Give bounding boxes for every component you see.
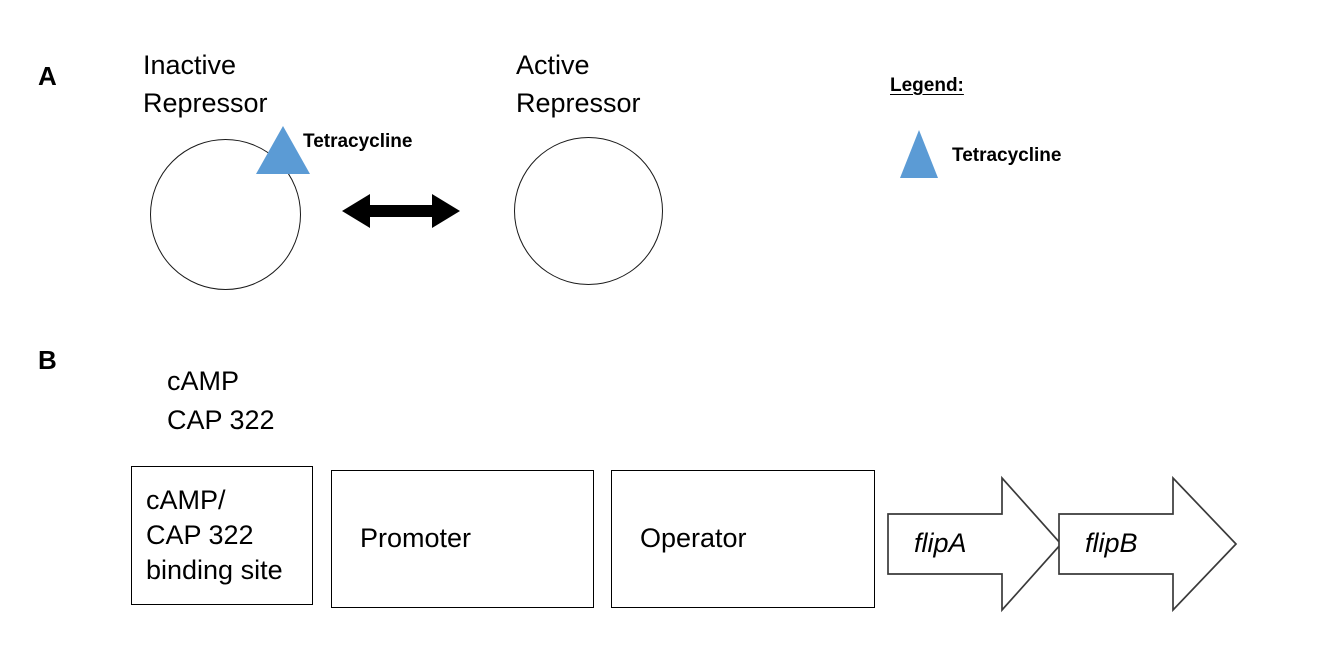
operon-box-promoter: Promoter xyxy=(331,470,594,608)
active-repressor-title: Active Repressor xyxy=(516,50,641,119)
operon-box-operator: Operator xyxy=(611,470,875,608)
camp-cap-regulator-text: cAMP CAP 322 xyxy=(167,366,275,436)
gene-label-flipb: flipB xyxy=(1085,528,1138,558)
gene-label-flipa: flipA xyxy=(914,528,967,558)
legend-tetracycline-triangle xyxy=(900,130,938,178)
legend-heading: Legend: xyxy=(890,75,964,96)
panel-a-letter: A xyxy=(38,61,57,91)
active-repressor-circle xyxy=(514,137,663,285)
tetracycline-triangle-bound xyxy=(256,126,310,174)
legend-tetracycline-label: Tetracycline xyxy=(952,145,1062,166)
panel-b-letter: B xyxy=(38,345,57,375)
tetracycline-label-panel-a: Tetracycline xyxy=(303,131,413,152)
operon-box-promoter-label: Promoter xyxy=(360,523,472,554)
inactive-repressor-title: Inactive Repressor xyxy=(143,50,268,119)
equilibrium-arrow xyxy=(340,188,462,234)
gene-arrow-flipa xyxy=(886,474,1064,614)
operon-box-operator-label: Operator xyxy=(640,523,747,554)
gene-arrow-flipb xyxy=(1057,474,1239,614)
operon-box-binding-site: cAMP/ CAP 322 binding site xyxy=(131,466,313,605)
operon-box-binding-site-label: cAMP/ CAP 322 binding site xyxy=(146,484,283,586)
